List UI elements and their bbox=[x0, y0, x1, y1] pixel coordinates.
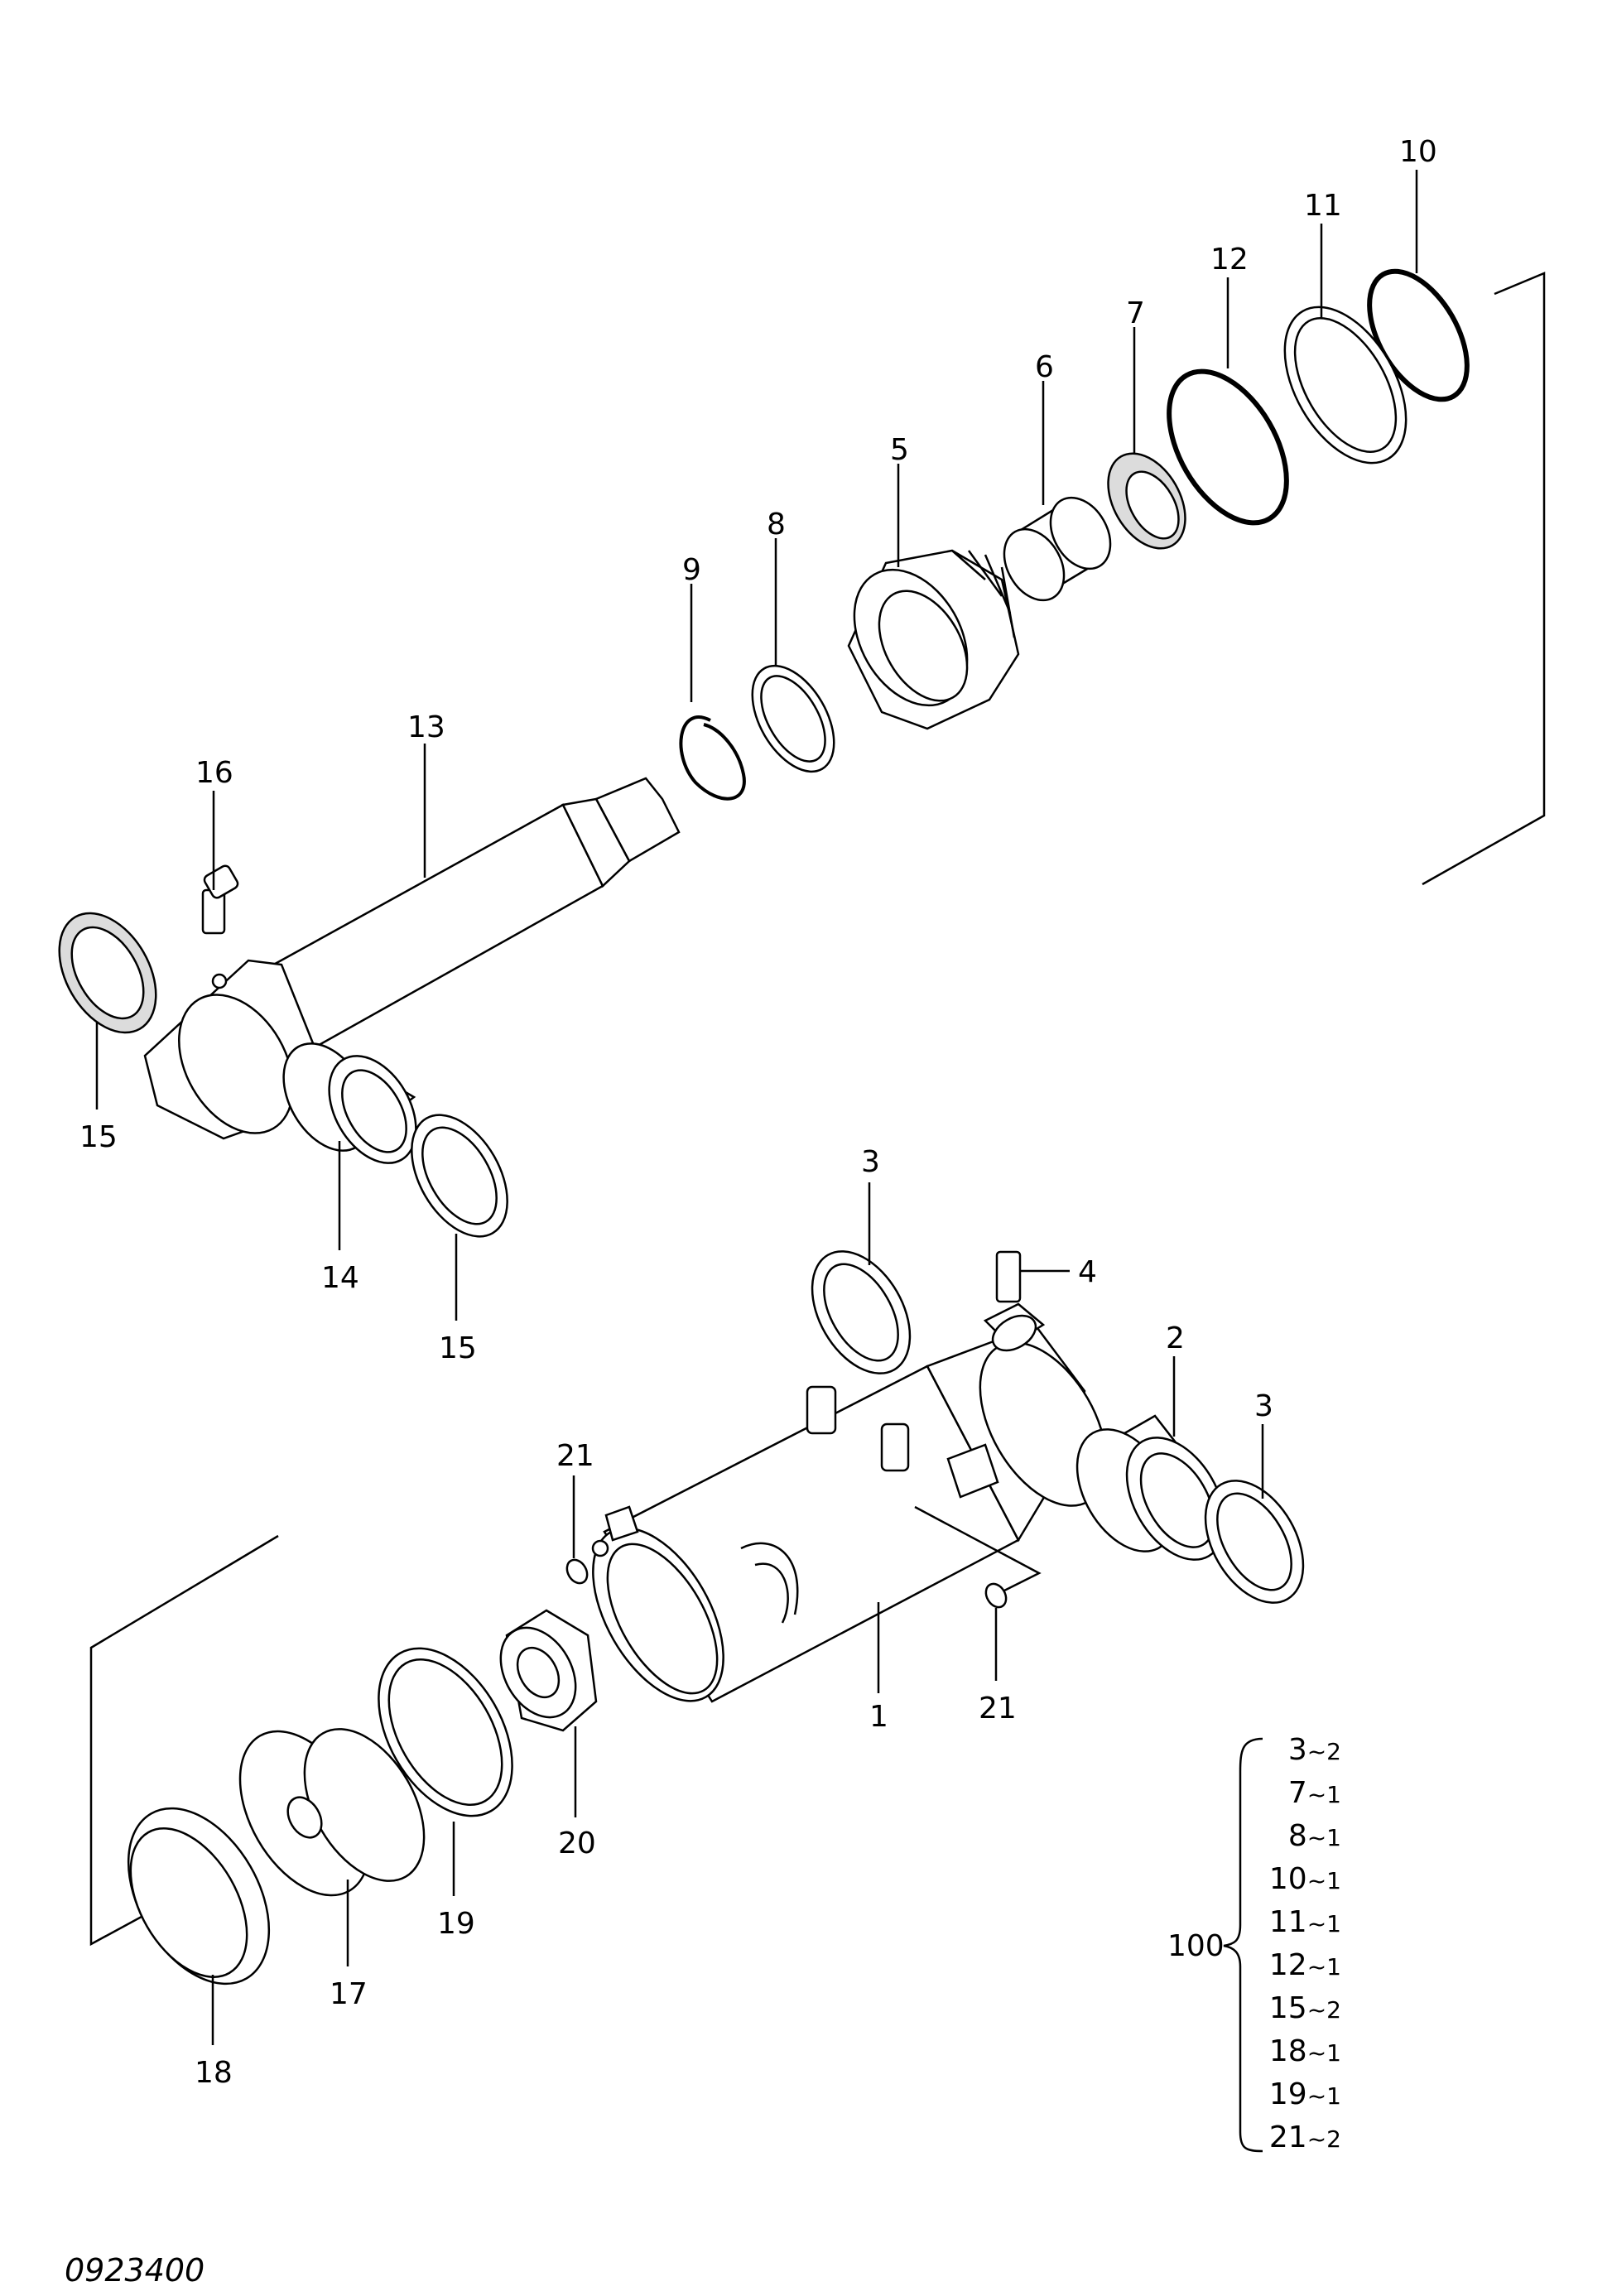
part-6-bushing bbox=[1003, 496, 1112, 602]
callouts: 10 11 12 7 6 5 8 9 13 16 15 14 15 3 4 2 … bbox=[79, 135, 1437, 2090]
kit-item: 8~1 bbox=[1288, 1819, 1341, 1853]
kit-item-qty: ~1 bbox=[1307, 1781, 1341, 1808]
part-14-bushing bbox=[282, 1042, 417, 1164]
callout-2: 2 bbox=[1166, 1321, 1185, 1355]
part-19-ring bbox=[378, 1647, 513, 1817]
kit-item-qty: ~1 bbox=[1307, 1867, 1341, 1894]
part-13-piston-rod bbox=[143, 777, 681, 1140]
part-3-seal-upper bbox=[811, 1250, 912, 1374]
kit-item: 19~1 bbox=[1269, 2077, 1341, 2111]
part-1-cylinder-tube bbox=[591, 1302, 1108, 1703]
callout-3-right: 3 bbox=[1254, 1389, 1273, 1423]
callout-5: 5 bbox=[890, 433, 909, 467]
kit-list: 100 3~27~18~110~111~112~115~218~119~121~… bbox=[1167, 1733, 1341, 2154]
kit-item-part: 11 bbox=[1269, 1905, 1307, 1939]
callout-13: 13 bbox=[407, 710, 445, 744]
part-9-snap-ring bbox=[679, 715, 746, 801]
part-21-o-ring-right bbox=[984, 1582, 1008, 1609]
part-7-seal bbox=[1107, 452, 1186, 550]
kit-item-qty: ~2 bbox=[1307, 2125, 1341, 2153]
kit-item: 18~1 bbox=[1269, 2034, 1341, 2068]
kit-item: 10~1 bbox=[1269, 1862, 1341, 1896]
part-4-grease-fitting bbox=[995, 1250, 1070, 1303]
kit-item: 7~1 bbox=[1288, 1776, 1341, 1810]
kit-item-qty: ~1 bbox=[1307, 2039, 1341, 2067]
part-21-o-ring-left bbox=[565, 1558, 589, 1585]
kit-brace bbox=[1223, 1737, 1263, 2153]
callout-21-right: 21 bbox=[979, 1692, 1017, 1726]
connector-lines bbox=[914, 1505, 1042, 1596]
kit-item-part: 15 bbox=[1269, 1991, 1307, 2025]
kit-item-qty: ~2 bbox=[1307, 1996, 1341, 2024]
part-2-bushing bbox=[1075, 1414, 1226, 1561]
kit-item: 15~2 bbox=[1269, 1991, 1341, 2025]
kit-item-part: 3 bbox=[1288, 1733, 1307, 1767]
kit-item-part: 18 bbox=[1269, 2034, 1307, 2068]
kit-item-qty: ~1 bbox=[1307, 1824, 1341, 1851]
leader-lines bbox=[95, 170, 1418, 2045]
part-5-cylinder-head bbox=[847, 549, 1020, 730]
part-11-backup-ring bbox=[1283, 306, 1407, 464]
kit-item-qty: ~1 bbox=[1307, 1953, 1341, 1981]
part-8-ring bbox=[751, 664, 835, 773]
figure-code: 0923400 bbox=[65, 2252, 205, 2289]
callout-18: 18 bbox=[195, 2056, 233, 2090]
callout-16: 16 bbox=[195, 756, 233, 790]
kit-item: 11~1 bbox=[1269, 1905, 1341, 1939]
callout-11: 11 bbox=[1304, 189, 1342, 223]
callout-3-upper: 3 bbox=[861, 1145, 880, 1179]
kit-item-qty: ~2 bbox=[1307, 1738, 1341, 1765]
part-12-o-ring bbox=[1167, 368, 1289, 526]
kit-item-part: 12 bbox=[1269, 1948, 1307, 1982]
callout-9: 9 bbox=[682, 553, 701, 587]
kit-item-part: 19 bbox=[1269, 2077, 1307, 2111]
kit-item: 12~1 bbox=[1269, 1948, 1341, 1982]
callout-8: 8 bbox=[767, 508, 786, 542]
part-17-piston bbox=[238, 1728, 426, 1897]
kit-label: 100 bbox=[1167, 1929, 1225, 1963]
callout-19: 19 bbox=[437, 1907, 475, 1941]
kit-items: 3~27~18~110~111~112~115~218~119~121~2 bbox=[1269, 1733, 1341, 2154]
callout-20: 20 bbox=[558, 1827, 596, 1860]
callout-12: 12 bbox=[1210, 243, 1249, 277]
callout-21-left: 21 bbox=[556, 1439, 594, 1473]
kit-item-qty: ~1 bbox=[1307, 1910, 1341, 1937]
part-15-seal-lower bbox=[411, 1114, 508, 1238]
callout-7: 7 bbox=[1126, 296, 1145, 330]
kit-item: 3~2 bbox=[1288, 1733, 1341, 1767]
callout-6: 6 bbox=[1035, 350, 1054, 384]
part-18-seal bbox=[127, 1807, 271, 1986]
part-16-grease-fitting bbox=[201, 864, 239, 935]
callout-14: 14 bbox=[321, 1261, 359, 1295]
group-frame-upper bbox=[1422, 272, 1546, 886]
kit-item-part: 8 bbox=[1288, 1819, 1307, 1853]
kit-item-part: 7 bbox=[1288, 1776, 1307, 1810]
kit-item-qty: ~1 bbox=[1307, 2082, 1341, 2110]
callout-15-lower: 15 bbox=[439, 1331, 477, 1365]
kit-item: 21~2 bbox=[1269, 2120, 1341, 2154]
kit-item-part: 10 bbox=[1269, 1862, 1307, 1896]
part-20-nut bbox=[499, 1609, 598, 1732]
part-3-seal-right bbox=[1204, 1480, 1305, 1604]
callout-1: 1 bbox=[869, 1700, 888, 1734]
kit-item-part: 21 bbox=[1269, 2120, 1307, 2154]
callout-15-upper: 15 bbox=[79, 1120, 118, 1154]
callout-17: 17 bbox=[330, 1977, 368, 2011]
part-15-seal-upper bbox=[58, 912, 157, 1034]
callout-10: 10 bbox=[1399, 135, 1437, 169]
callout-4: 4 bbox=[1078, 1255, 1097, 1289]
